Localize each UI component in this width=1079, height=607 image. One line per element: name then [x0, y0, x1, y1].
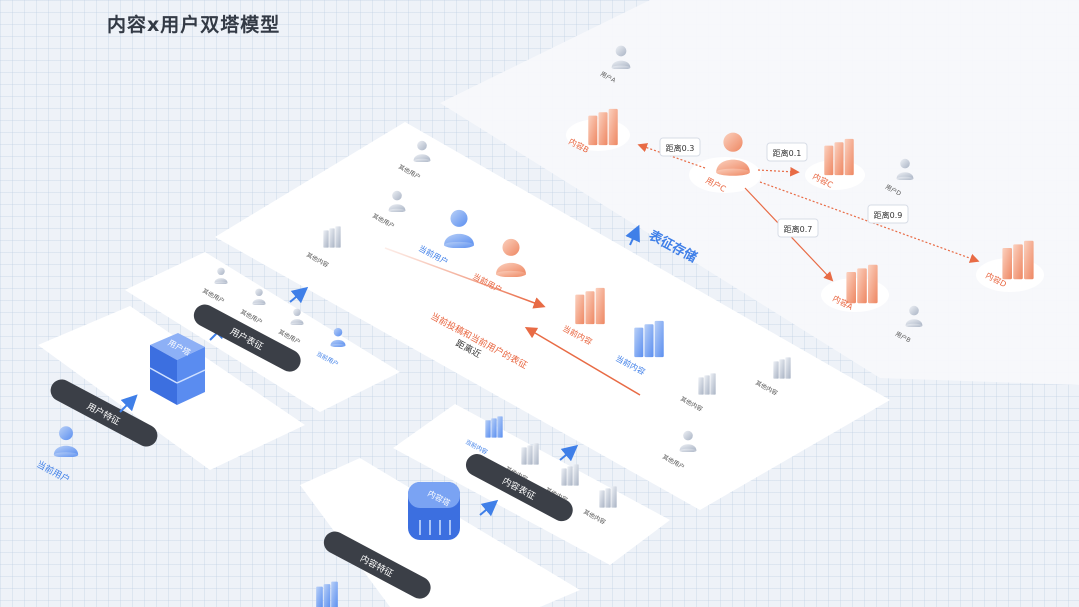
- user-vector-platform: [125, 252, 400, 412]
- page-title: 内容x用户双塔模型: [107, 14, 281, 36]
- current-content-bottom-icon: [316, 581, 338, 607]
- content-tower-box: 内容塔: [408, 482, 460, 540]
- distance-c-label: 距离0.1: [773, 148, 802, 158]
- distance-a-label: 距离0.7: [784, 224, 813, 234]
- vector-store-platform: [440, 0, 1079, 385]
- user-tower-box: 用户塔: [149, 333, 206, 405]
- distance-b-label: 距离0.3: [666, 143, 695, 153]
- current-user-label: 当前用户: [35, 458, 72, 486]
- user-icon: [53, 426, 79, 457]
- similarity-platform: [215, 122, 890, 510]
- distance-tags: 距离0.3 距离0.1 距离0.7 距离0.9: [659, 137, 909, 238]
- current-user-bottom: 当前用户: [35, 426, 79, 486]
- distance-d-label: 距离0.9: [874, 210, 903, 220]
